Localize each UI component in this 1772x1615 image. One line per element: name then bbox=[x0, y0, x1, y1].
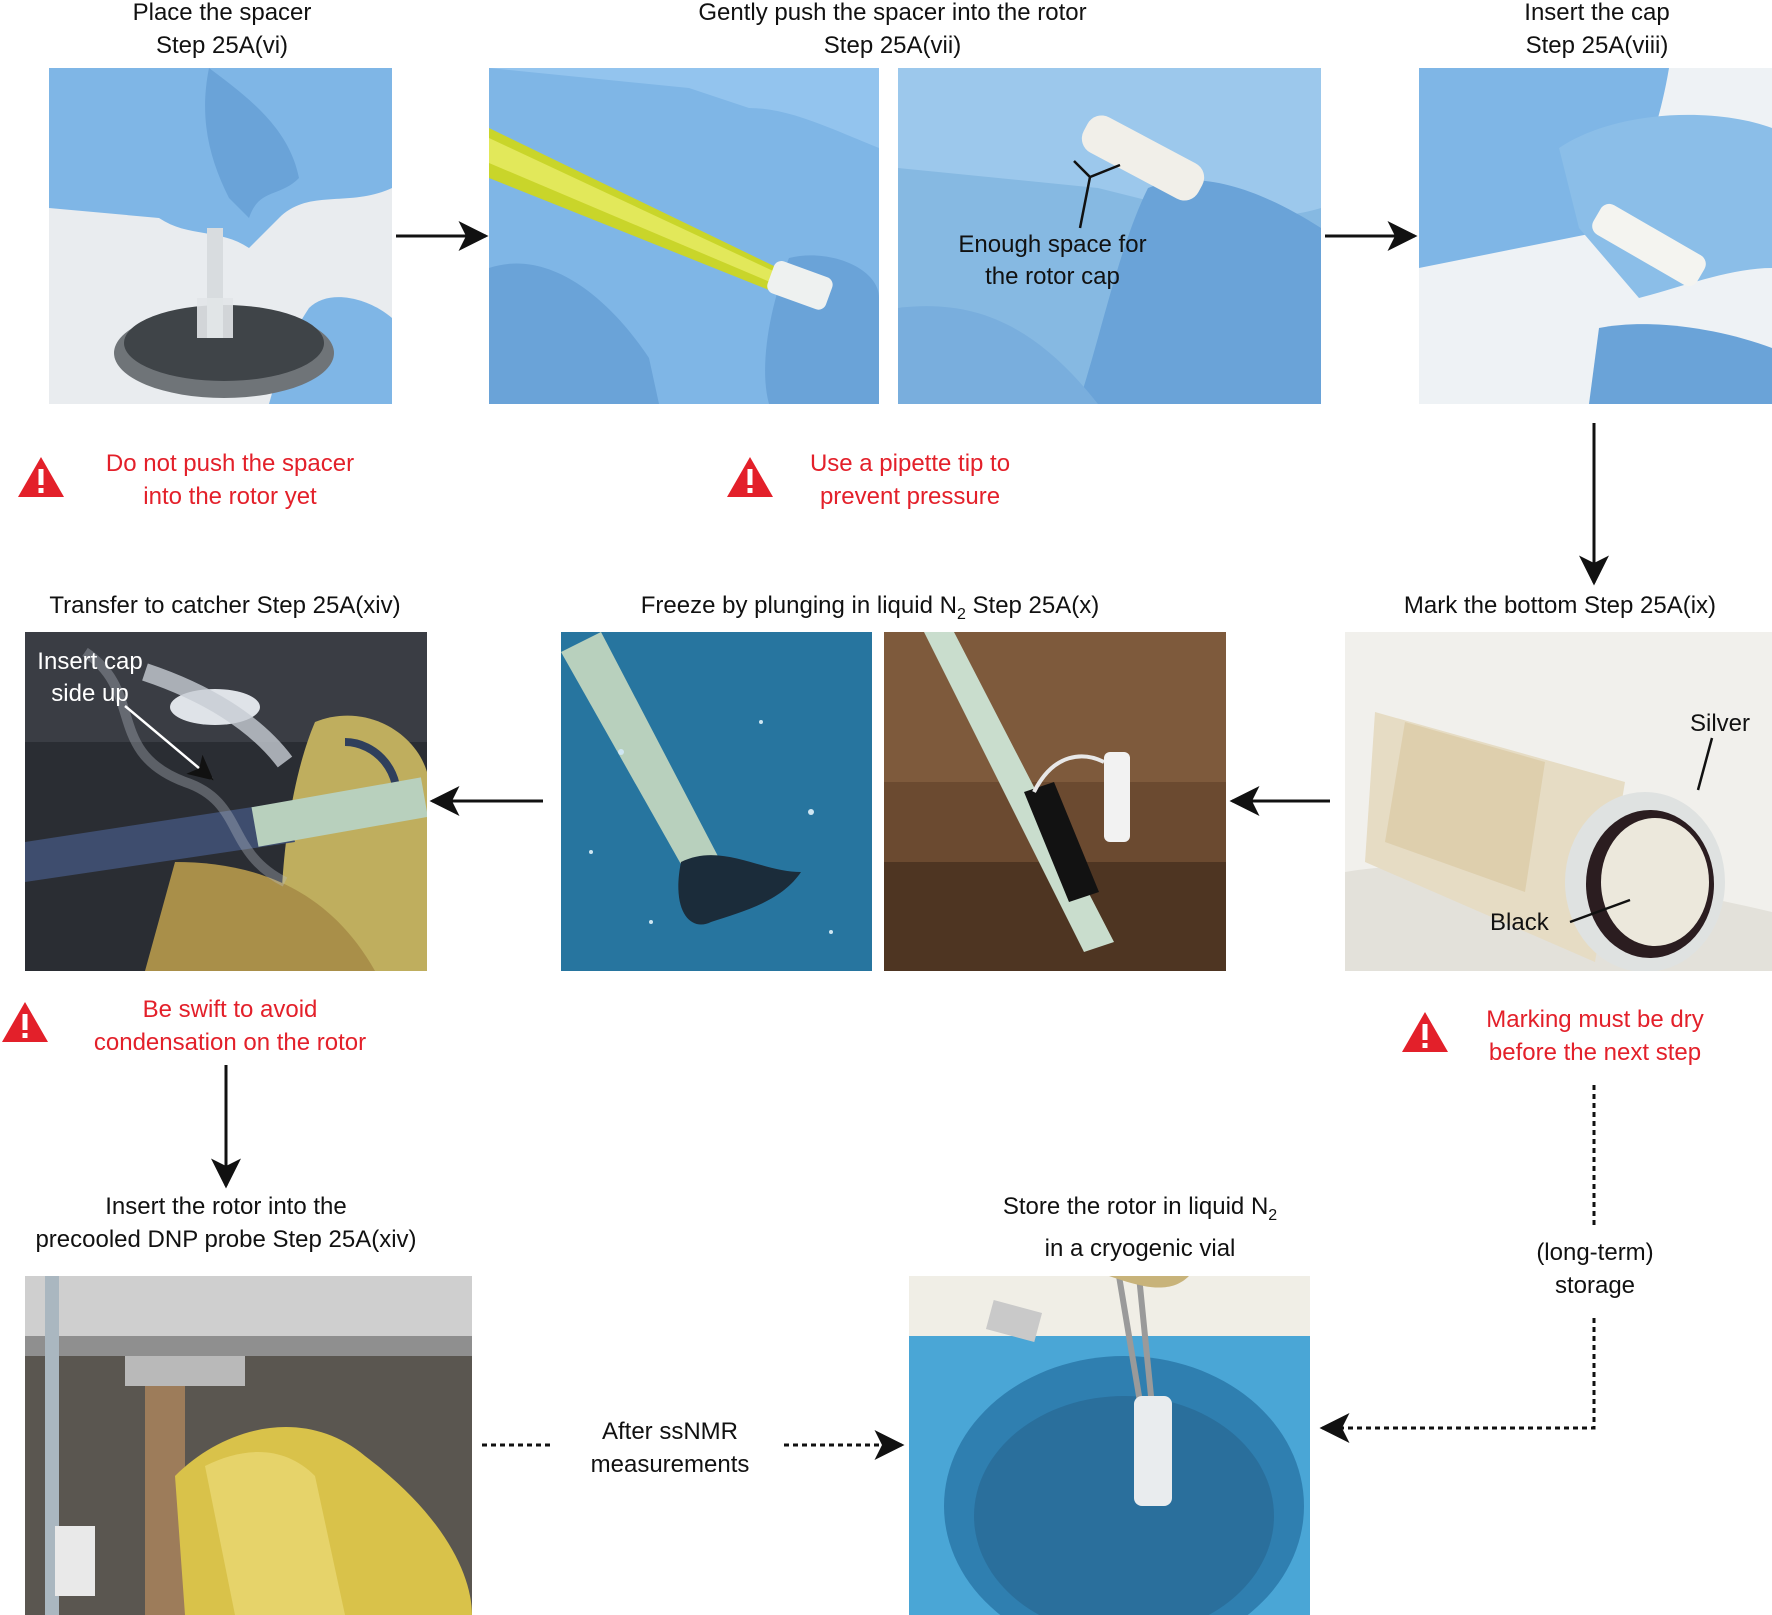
step-label-insert-cap: Insert the cap Step 25A(viii) bbox=[1524, 0, 1670, 59]
photo-freeze-1 bbox=[561, 632, 872, 971]
step-label-mark-bottom: Mark the bottom Step 25A(ix) bbox=[1403, 592, 1717, 619]
photo-cryogenic-vial bbox=[909, 1276, 1310, 1615]
annotation-after-ssnmr: After ssNMR measurements bbox=[590, 1418, 750, 1478]
annotation-black: Black bbox=[1490, 909, 1549, 936]
dotted-arrow-storage bbox=[1319, 1318, 1596, 1443]
warning-icon bbox=[1402, 1012, 1448, 1052]
photo-push-spacer-2 bbox=[898, 68, 1321, 404]
step-label-insert-rotor: Insert the rotor into the precooled DNP … bbox=[35, 1193, 417, 1253]
warning-no-push: Do not push the spacer into the rotor ye… bbox=[105, 450, 355, 510]
photo-transfer-catcher bbox=[25, 632, 427, 971]
step-label-transfer: Transfer to catcher Step 25A(xiv) bbox=[49, 592, 401, 619]
photo-push-spacer-1 bbox=[489, 68, 879, 404]
warning-dry: Marking must be dry before the next step bbox=[1486, 1006, 1704, 1066]
step-label-push-spacer: Gently push the spacer into the rotor St… bbox=[698, 0, 1087, 59]
photo-dnp-probe bbox=[25, 1276, 472, 1615]
leader-insert-cap bbox=[124, 705, 214, 781]
warning-icon bbox=[2, 1002, 48, 1042]
photo-place-spacer bbox=[49, 68, 392, 404]
photo-mark-bottom bbox=[1345, 632, 1772, 971]
leader-black bbox=[1569, 898, 1631, 924]
photo-freeze-2 bbox=[884, 632, 1226, 971]
annotation-long-term-storage: (long-term) storage bbox=[1536, 1239, 1654, 1299]
warning-swift: Be swift to avoid condensation on the ro… bbox=[93, 996, 367, 1056]
warning-pipette: Use a pipette tip to prevent pressure bbox=[809, 450, 1011, 510]
step-label-store: Store the rotor in liquid N2 in a cryoge… bbox=[1002, 1193, 1278, 1262]
leader-enough-space bbox=[1073, 160, 1121, 229]
annotation-insert-cap-side-up: Insert cap side up bbox=[37, 648, 143, 707]
warning-icon bbox=[727, 457, 773, 497]
step-label-freeze: Freeze by plunging in liquid N2 Step 25A… bbox=[640, 592, 1100, 623]
annotation-silver: Silver bbox=[1690, 710, 1751, 737]
leader-silver bbox=[1696, 737, 1714, 791]
warning-icon bbox=[18, 457, 64, 497]
photo-insert-cap bbox=[1419, 68, 1772, 404]
step-label-place-spacer: Place the spacer Step 25A(vi) bbox=[132, 0, 312, 59]
annotation-enough-space: Enough space for the rotor cap bbox=[958, 231, 1147, 290]
